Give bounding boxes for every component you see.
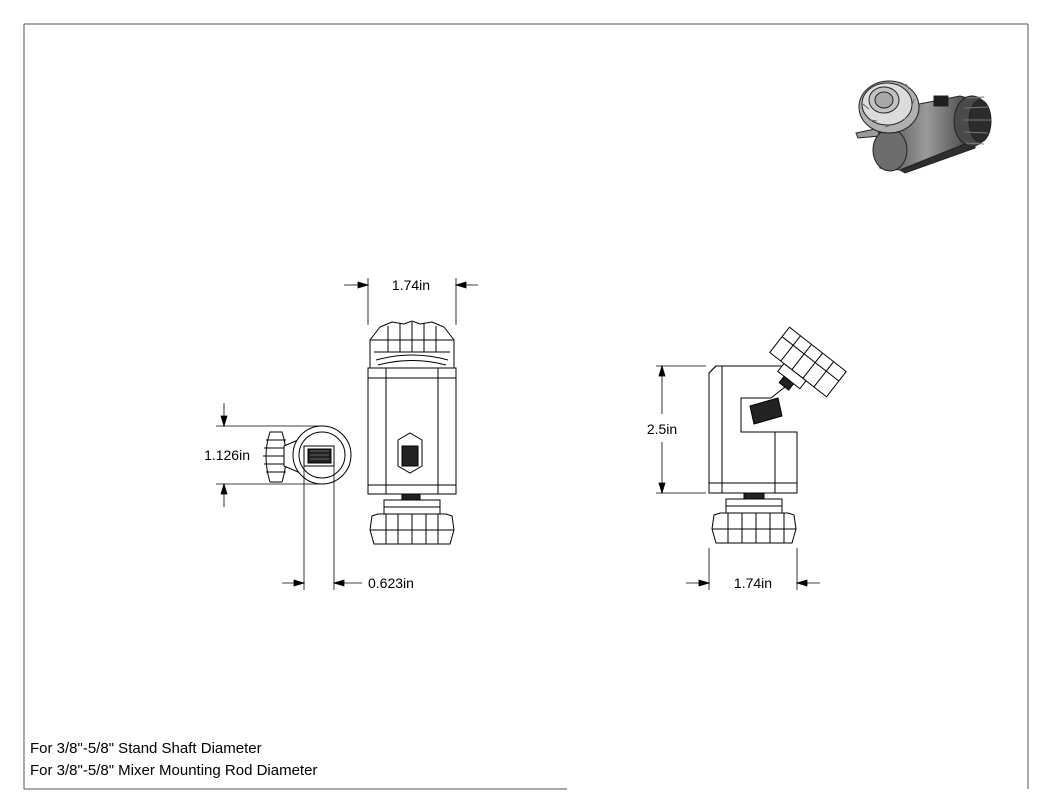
side-body (708, 365, 798, 494)
dim-front-depth: 0.623in (282, 466, 414, 591)
dim-side-height-label: 2.5in (647, 421, 677, 437)
isometric-view (855, 80, 992, 174)
front-top-knob (369, 320, 455, 369)
dim-front-width: 1.74in (344, 277, 478, 325)
front-body (367, 367, 457, 495)
front-bottom-knob (369, 493, 455, 545)
dim-front-depth-label: 0.623in (368, 575, 414, 591)
dim-front-height-label: 1.126in (204, 447, 250, 463)
side-tilted-knob (769, 326, 847, 398)
dim-side-height: 2.5in (647, 364, 706, 495)
side-bottom-knob (711, 492, 797, 544)
dim-side-width: 1.74in (686, 548, 820, 591)
front-view (367, 320, 457, 545)
note-stand-shaft: For 3/8"-5/8" Stand Shaft Diameter (30, 740, 262, 757)
note-mixer-rod: For 3/8"-5/8" Mixer Mounting Rod Diamete… (30, 762, 318, 779)
end-view (263, 425, 352, 485)
dim-side-width-label: 1.74in (734, 575, 772, 591)
dim-front-width-label: 1.74in (392, 277, 430, 293)
side-view (708, 326, 847, 544)
sheet-frame (23, 23, 1029, 790)
